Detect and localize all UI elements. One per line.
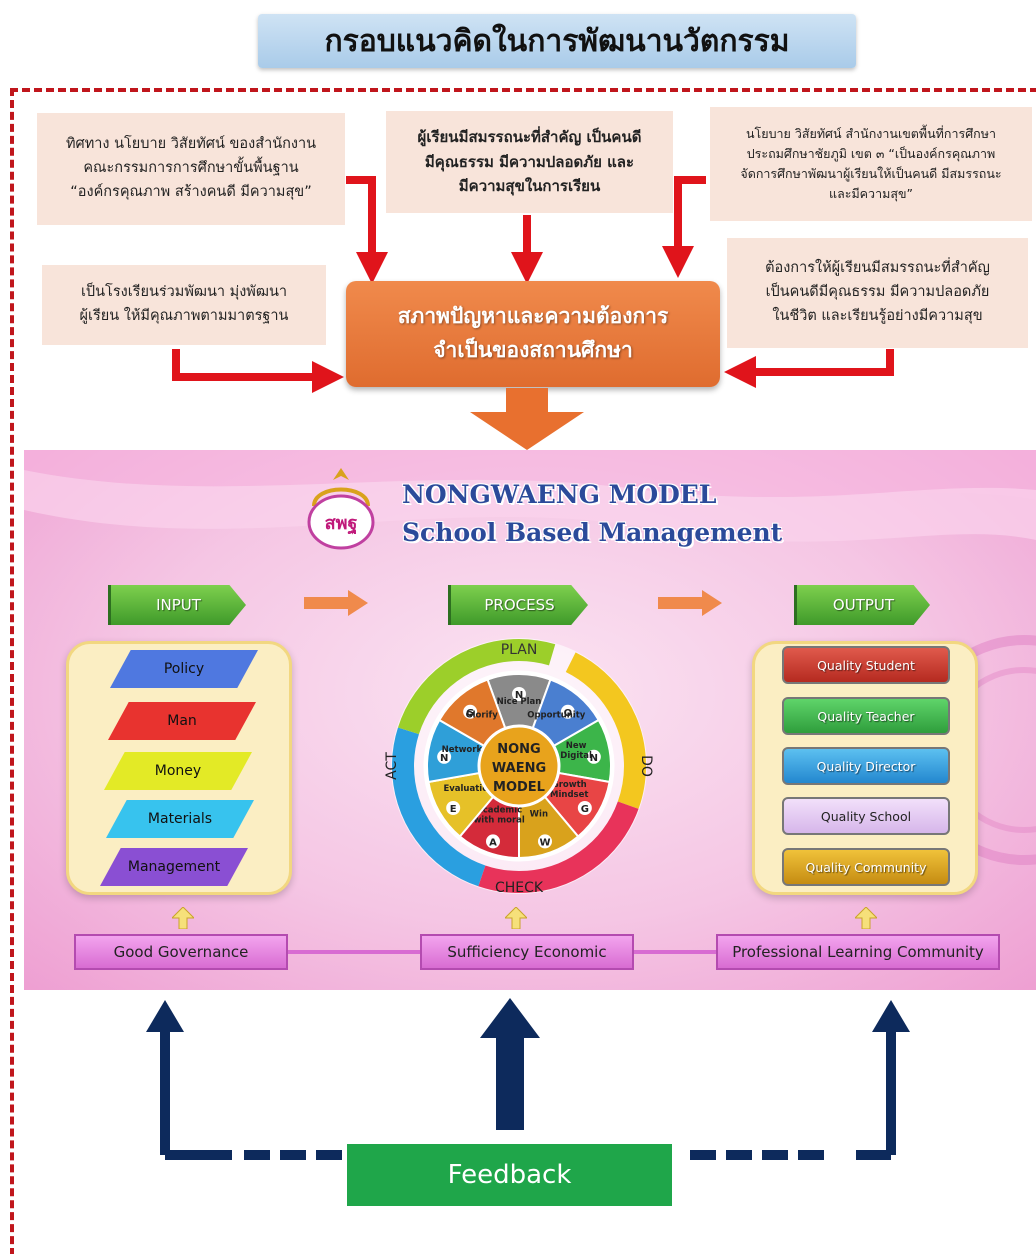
dashed-frame [10, 88, 1036, 1254]
cycle-do-label: DO [638, 755, 654, 777]
cycle-segment-badge [486, 834, 501, 849]
model-title-line2: School Based Management [402, 518, 783, 547]
output-quality-teacher: Quality Teacher [782, 697, 950, 735]
cycle-segment-letter: N [515, 690, 523, 701]
arrow-mid-right [724, 349, 894, 388]
cycle-act-label: ACT [384, 752, 400, 780]
cycle-segment-letter: G [466, 708, 474, 719]
foundation-sufficiency-economic: Sufficiency Economic [420, 934, 634, 970]
process-tag: PROCESS [448, 585, 588, 625]
input-materials: Materials [106, 800, 254, 838]
needs-box: สภาพปัญหาและความต้องการ จำเป็นของสถานศึก… [346, 281, 720, 387]
cycle-segment-badge [446, 801, 461, 815]
cycle-segment-letter: N [590, 753, 598, 764]
cycle-segment-badge [586, 749, 601, 764]
arrow-process-to-output [658, 590, 722, 616]
cycle-segment-label: Digital [560, 751, 592, 761]
input-tag: INPUT [108, 585, 246, 625]
cycle-segment-label: Network [442, 745, 483, 755]
model-title-line1: NONGWAENG MODEL [402, 480, 717, 509]
school-logo: สพฐ [307, 468, 375, 550]
cycle-segment-letter: O [564, 708, 573, 719]
arrow-top-left [346, 176, 388, 284]
cycle-center-line3: MODEL [493, 780, 545, 795]
cycle-segment-badge [512, 687, 526, 701]
cycle-center-line1: NONG [497, 742, 540, 757]
feedback-arrows [146, 998, 910, 1160]
arrow-mid-left [172, 349, 344, 393]
up-arrow-governance [172, 907, 194, 929]
output-quality-student: Quality Student [782, 646, 950, 684]
output-tag: OUTPUT [794, 585, 930, 625]
cycle-segment-label: Growth [552, 780, 587, 790]
orange-down-arrow [470, 388, 584, 450]
output-quality-director: Quality Director [782, 747, 950, 785]
cycle-segment-label: Nice Plan [497, 697, 542, 707]
cycle-center-line2: WAENG [492, 761, 546, 776]
output-quality-school: Quality School [782, 797, 950, 835]
arrow-input-to-process [304, 590, 368, 616]
up-arrow-plc [855, 907, 877, 929]
input-man: Man [108, 702, 256, 740]
cycle-segment-letter: N [440, 753, 448, 764]
logo-text: สพฐ [325, 513, 358, 535]
cycle-segment-badge [463, 704, 478, 719]
note-mid-left: เป็นโรงเรียนร่วมพัฒนา มุ่งพัฒนา ผู้เรียน… [42, 265, 326, 345]
cycle-segment-badge [537, 834, 552, 849]
note-mid-right: ต้องการให้ผู้เรียนมีสมรรถนะที่สำคัญ เป็น… [727, 238, 1028, 348]
cycle-segment-badge [577, 801, 592, 815]
cycle-segment-label: New [566, 741, 587, 751]
note-top-left: ทิศทาง นโยบาย วิสัยทัศน์ ของสำนักงาน คณะ… [37, 113, 345, 225]
red-arrows [172, 176, 894, 393]
cycle-segment-label: with moral [473, 816, 524, 826]
feedback-box: Feedback [347, 1144, 672, 1206]
cycle-segment-letter: G [581, 804, 589, 815]
note-top-right: นโยบาย วิสัยทัศน์ สำนักงานเขตพื้นที่การศ… [710, 107, 1032, 221]
output-quality-community: Quality Community [782, 848, 950, 886]
arrow-top-right [662, 176, 706, 278]
note-top-center: ผู้เรียนมีสมรรถนะที่สำคัญ เป็นคนดี มีคุณ… [386, 111, 673, 213]
cycle-segment-letter: A [489, 837, 497, 848]
input-policy: Policy [110, 650, 258, 688]
cycle-segment-label: Academic [476, 806, 522, 816]
page-title: กรอบแนวคิดในการพัฒนานวัตกรรม [258, 14, 856, 68]
cycle-segment-label: Evaluation [443, 784, 494, 794]
cycle-check-label: CHECK [495, 880, 544, 896]
cycle-segment-label: Opportunity [527, 711, 586, 721]
input-management: Management [100, 848, 248, 886]
cycle-segment-label: Mindset [550, 790, 588, 800]
cycle-segment-letter: W [539, 837, 550, 848]
cycle-segment-letter: E [450, 804, 457, 815]
cycle-segment-badge [437, 749, 452, 764]
foundation-good-governance: Good Governance [74, 934, 288, 970]
cycle-plan-label: PLAN [501, 642, 538, 658]
cycle-segment-label: Glorify [466, 711, 499, 721]
cycle-segment-label: Win [530, 810, 548, 820]
input-money: Money [104, 752, 252, 790]
cycle-segment-badge [560, 704, 575, 719]
foundation-plc: Professional Learning Community [716, 934, 1000, 970]
up-arrow-sufficiency [505, 907, 527, 929]
panel-decoration [24, 450, 1036, 865]
